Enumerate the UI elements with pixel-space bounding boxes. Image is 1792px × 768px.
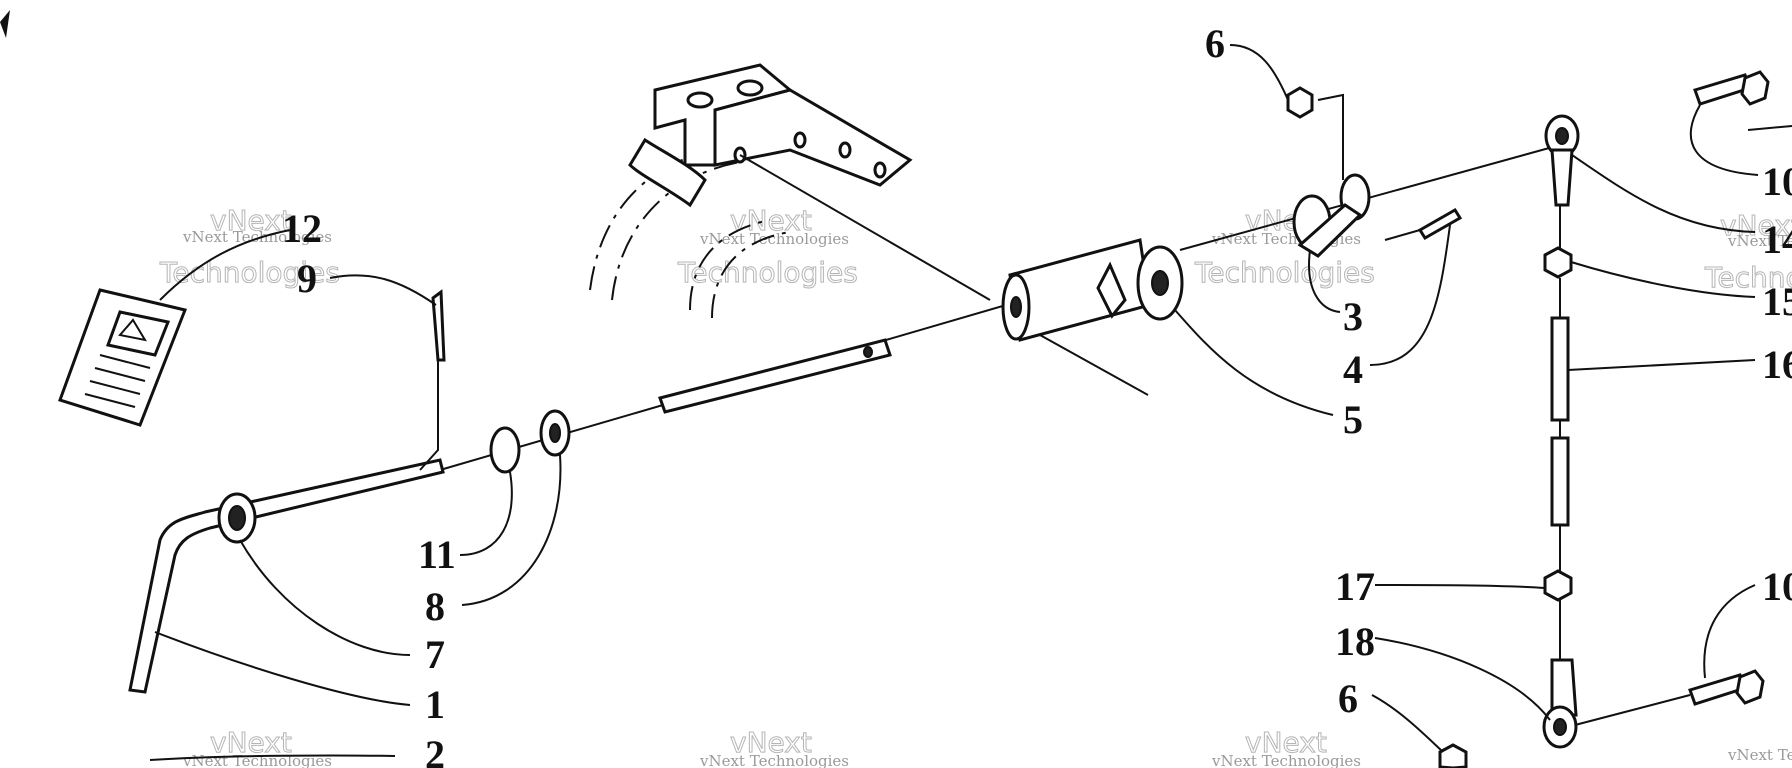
callout-15: 15 xyxy=(1762,279,1792,324)
svg-text:Technologies: Technologies xyxy=(159,256,340,289)
svg-text:vNext Technologies: vNext Technologies xyxy=(699,230,849,248)
callout-8: 8 xyxy=(425,584,445,629)
callout-17: 17 xyxy=(1335,564,1375,609)
callout-6-lower: 6 xyxy=(1338,676,1358,721)
svg-text:vNext: vNext xyxy=(730,726,812,759)
svg-text:vNext Technologies: vNext Technologies xyxy=(699,752,849,768)
callout-4: 4 xyxy=(1343,347,1363,392)
callout-10-upper: 10 xyxy=(1762,159,1792,204)
svg-text:Technologies: Technologies xyxy=(1194,256,1375,289)
watermark: vNext vNext Technologies xyxy=(182,726,332,768)
throttle-lever xyxy=(128,458,445,694)
watermark: vNext Technologies xyxy=(1727,746,1792,764)
pivot-housing xyxy=(1001,238,1184,342)
rod-end-lower xyxy=(1542,658,1578,749)
callout-6-upper: 6 xyxy=(1205,21,1225,66)
decal-card xyxy=(58,288,188,427)
bolt-upper xyxy=(1693,70,1770,106)
svg-text:vNext Technologies: vNext Technologies xyxy=(182,228,332,246)
throttle-arm xyxy=(1292,93,1371,258)
hex-nut xyxy=(1543,569,1573,602)
spring-pin xyxy=(1417,207,1463,241)
callout-10-lower: 10 xyxy=(1762,564,1792,609)
svg-text:vNext: vNext xyxy=(1245,726,1327,759)
callout-3: 3 xyxy=(1343,294,1363,339)
callout-1: 1 xyxy=(425,682,445,727)
callout-12: 12 xyxy=(282,206,322,251)
svg-text:vNext: vNext xyxy=(210,726,292,759)
svg-text:vNext Technologies: vNext Technologies xyxy=(1211,752,1361,768)
watermark: vNext vNext Technologies xyxy=(699,726,849,768)
callout-labels: 1 2 3 4 5 6 6 7 8 9 10 10 11 12 14 15 16… xyxy=(282,21,1792,768)
svg-text:Technologies: Technologies xyxy=(677,256,858,289)
svg-text:Technologies: Technologies xyxy=(1704,261,1792,294)
leader-lines xyxy=(149,44,1759,761)
svg-text:vNext Technologies: vNext Technologies xyxy=(182,752,332,768)
callout-16: 16 xyxy=(1762,342,1792,387)
bolt-lower xyxy=(1688,669,1765,706)
threaded-rod xyxy=(1550,205,1570,660)
watermarks: vNext vNext Technologies Technologies vN… xyxy=(159,204,1792,768)
rod-end-upper xyxy=(1544,114,1580,207)
svg-text:vNext: vNext xyxy=(1720,209,1792,242)
svg-text:vNext Technologies: vNext Technologies xyxy=(1727,746,1792,764)
callout-9: 9 xyxy=(297,256,317,301)
callout-7: 7 xyxy=(425,632,445,677)
callout-18: 18 xyxy=(1335,619,1375,664)
svg-text:vNext: vNext xyxy=(730,204,812,237)
watermark: vNext vNext Technologies xyxy=(1211,726,1361,768)
callout-11: 11 xyxy=(418,532,456,577)
watermark: vNext vNext Technologies Technologies xyxy=(677,204,859,290)
callout-5: 5 xyxy=(1343,397,1363,442)
throttle-shaft xyxy=(658,338,892,414)
hex-nut xyxy=(1286,86,1314,119)
callout-2: 2 xyxy=(425,732,445,768)
hex-nut xyxy=(1543,246,1573,279)
callout-14: 14 xyxy=(1762,217,1792,262)
washer xyxy=(489,426,521,474)
svg-text:vNext Technologies: vNext Technologies xyxy=(1727,232,1792,250)
corner-mark xyxy=(0,10,10,38)
hex-nut xyxy=(1438,743,1468,768)
cotter-pin xyxy=(419,289,446,471)
mounting-bracket xyxy=(628,63,913,208)
watermark: vNext vNext Technologies Technologies xyxy=(159,204,341,290)
watermark: vNext vNext Technologies Technologies xyxy=(1704,209,1792,295)
